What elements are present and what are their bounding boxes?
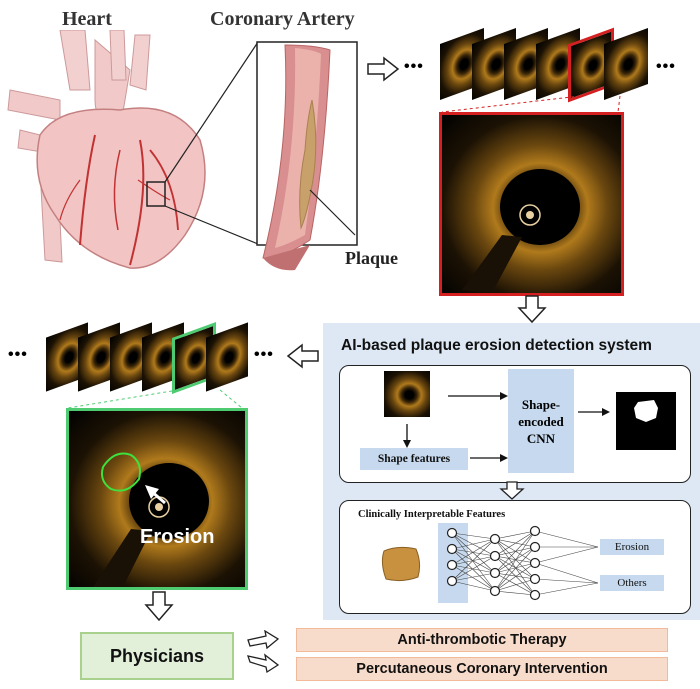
segmentation-mask (616, 392, 676, 450)
oct-frame-stack-mid (46, 321, 256, 395)
erosion-label: Erosion (140, 526, 215, 548)
ellipsis-top-right: ••• (656, 58, 676, 75)
physicians-box: Physicians (80, 632, 234, 680)
arrow-left-icon (286, 343, 319, 369)
plaque-label: Plaque (345, 248, 399, 268)
outcome-arrows (247, 630, 280, 674)
coronary-artery-title: Coronary Artery (210, 8, 355, 30)
oct-image-erosion (66, 408, 248, 590)
ellipsis-mid-right: ••• (254, 346, 274, 363)
neural-network (446, 525, 599, 601)
pci-box: Percutaneous Coronary Intervention (296, 657, 668, 681)
clinical-features-title: Clinically Interpretable Features (358, 509, 506, 520)
shape-features-box: Shape features (360, 448, 468, 470)
arrow-down-icon (517, 295, 547, 324)
arrow-right-icon (367, 56, 400, 82)
output-others-box: Others (600, 575, 664, 591)
heart-title: Heart (62, 8, 112, 30)
ai-system-panel: AI-based plaque erosion detection system… (323, 323, 700, 620)
heart-illustration (7, 30, 206, 269)
ellipsis-top-left: ••• (404, 58, 424, 75)
zoom-lines (164, 41, 259, 245)
cnn-box: Shape- encoded CNN (508, 369, 574, 473)
oct-lumen-erosion (93, 452, 209, 587)
oct-lumen (462, 169, 580, 293)
ai-system-title: AI-based plaque erosion detection system (341, 337, 652, 354)
arrow-down-bottom-icon (144, 591, 174, 622)
ellipsis-mid-left: ••• (8, 346, 28, 363)
detection-arrows (403, 392, 610, 462)
detection-subpanel: Shape- encoded CNN Shape features (339, 365, 691, 483)
oct-image-enlarged (439, 112, 624, 296)
output-erosion-box: Erosion (600, 539, 664, 555)
plaque-shape-3d (381, 546, 421, 582)
zoom-lines-red (441, 95, 621, 113)
interpretable-subpanel: Clinically Interpretable Features (339, 500, 691, 614)
mask-shape (634, 400, 658, 422)
zoom-lines-green (67, 389, 243, 409)
therapy-box: Anti-thrombotic Therapy (296, 628, 668, 652)
oct-thumbnail (384, 371, 430, 417)
artery-illustration (256, 41, 358, 271)
arrow-down-small-icon (499, 481, 525, 500)
